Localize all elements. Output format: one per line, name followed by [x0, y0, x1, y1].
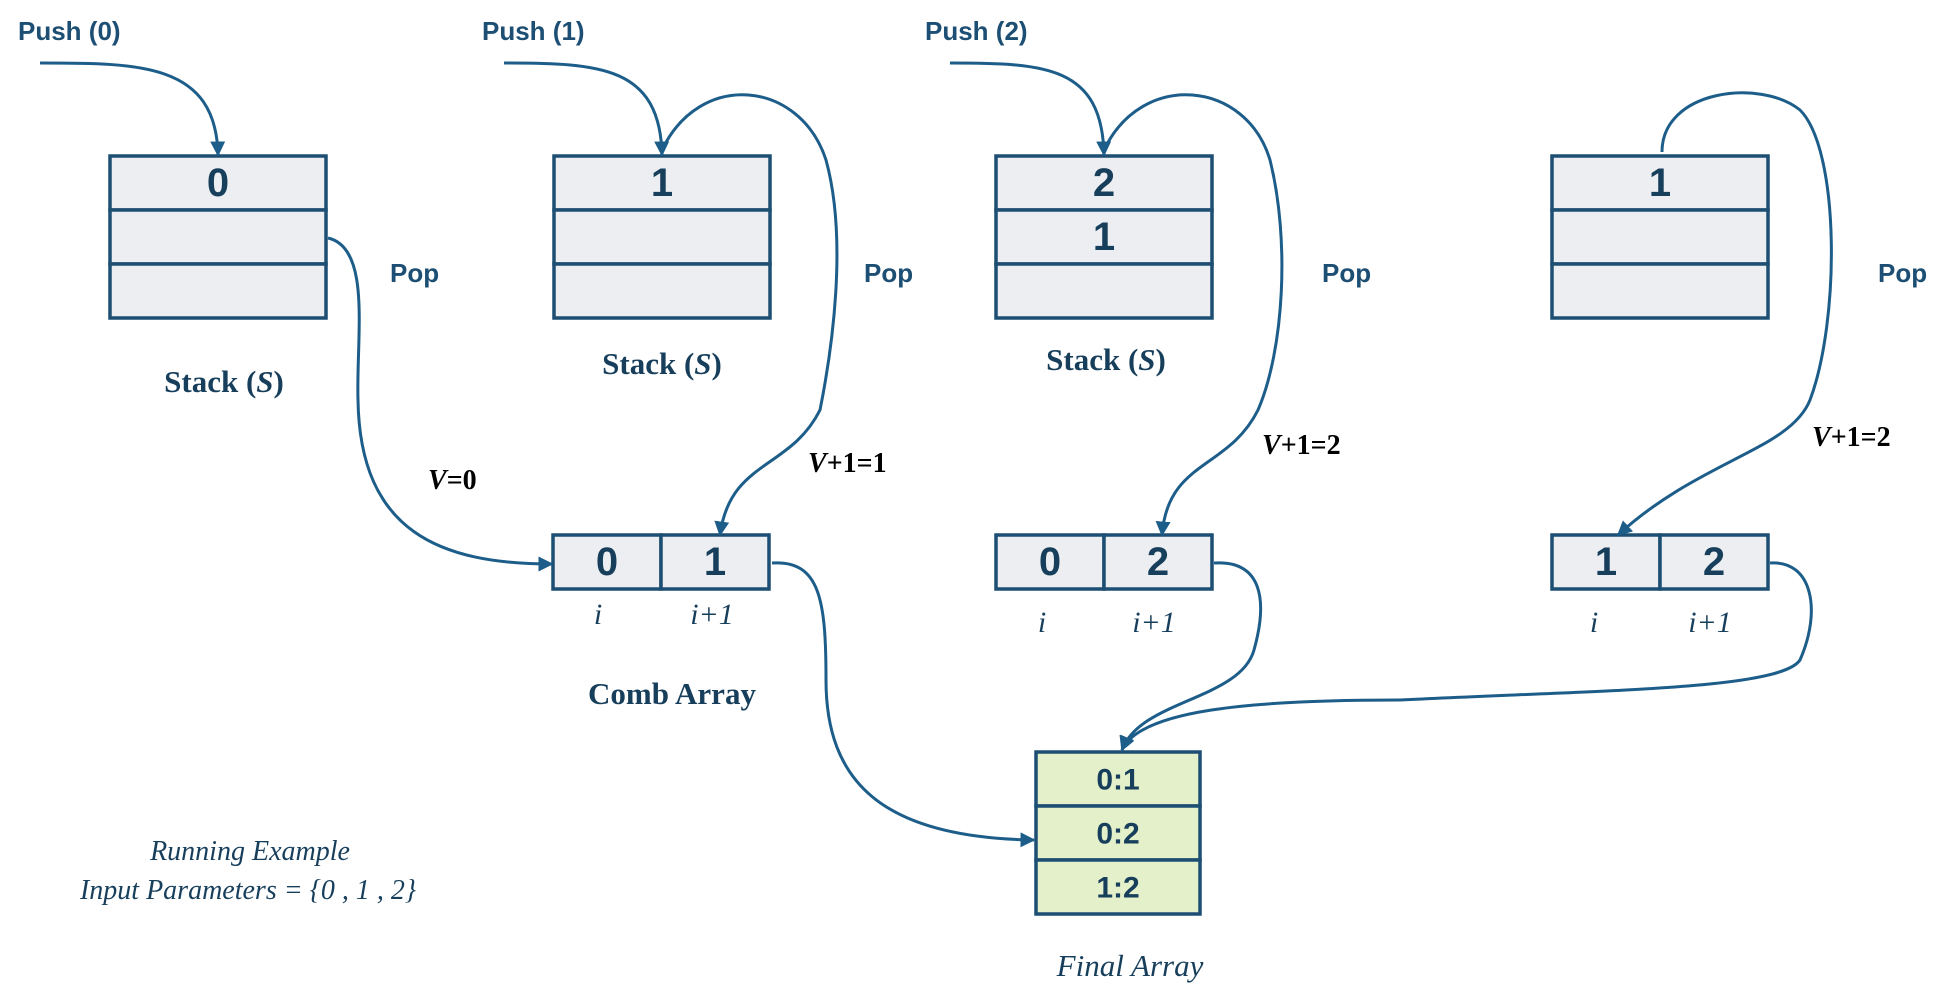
final-cell: [1034, 750, 1202, 808]
stack-cell: [552, 262, 772, 320]
running-example-title: Running Example: [149, 836, 350, 867]
stack-cell-value: 1: [1649, 161, 1671, 205]
comb-array-3: 1 2: [1550, 533, 1770, 591]
stack-4: 1: [1550, 154, 1770, 320]
comb-cell-value: 1: [704, 540, 726, 584]
stack-cell: [1550, 208, 1770, 266]
pop-arrow-1: [327, 236, 554, 572]
final-cell-value: 0:2: [1096, 818, 1139, 851]
final-cell-value: 1:2: [1096, 872, 1139, 905]
stack-cell-value: 2: [1093, 161, 1115, 205]
stack-cell: [994, 208, 1214, 266]
comb-cell: [994, 533, 1106, 591]
final-arrow-2: [1119, 561, 1263, 752]
comb-cell-value: 2: [1147, 540, 1169, 584]
pop-label-4: Pop: [1878, 258, 1927, 288]
stack-cell: [994, 262, 1214, 320]
comb-array-1: 0 1: [551, 533, 771, 591]
final-array-caption: Final Array: [1056, 948, 1204, 983]
comb-array-caption: Comb Array: [588, 676, 756, 711]
pop-label-2: Pop: [864, 258, 913, 288]
comb-cell: [1550, 533, 1662, 591]
stack-caption-2: Stack (S): [602, 346, 722, 381]
comb-cell: [659, 533, 771, 591]
stack-3: 2 1: [994, 154, 1214, 320]
pop-arrow-3: [1102, 93, 1284, 537]
push-label-1: Push (1): [482, 16, 585, 46]
index-label-i: i: [1590, 606, 1598, 639]
comb-cell-value: 2: [1703, 540, 1725, 584]
push-label-0: Push (0): [18, 16, 121, 46]
stack-caption-3: Stack (S): [1046, 342, 1166, 377]
comb-array-2: 0 2: [994, 533, 1214, 591]
final-arrow-3: [1120, 561, 1813, 752]
index-label-i: i: [1038, 606, 1046, 639]
final-cell: [1034, 858, 1202, 916]
final-cell-value: 0:1: [1096, 764, 1139, 797]
v-label-3: V+1=2: [1812, 422, 1891, 453]
comb-cell-value: 0: [596, 540, 618, 584]
push-arrow-0: [39, 61, 226, 157]
index-label-i-plus-1: i+1: [1132, 606, 1176, 639]
v-label-0: V=0: [428, 465, 477, 496]
stack-cell: [108, 262, 328, 320]
stack-2: 1: [552, 154, 772, 320]
comb-cell-value: 0: [1039, 540, 1061, 584]
final-arrow-1: [771, 561, 1036, 848]
index-label-i-plus-1: i+1: [690, 598, 734, 631]
running-example-params: Input Parameters = {0 , 1 , 2}: [79, 875, 416, 906]
push-arrow-1: [503, 61, 670, 157]
pop-label-1: Pop: [390, 258, 439, 288]
stack-caption-1: Stack (S): [164, 364, 284, 399]
v-label-2: V+1=2: [1262, 430, 1341, 461]
index-label-i: i: [594, 598, 602, 631]
comb-cell: [1102, 533, 1214, 591]
stack-cell-value: 1: [651, 161, 673, 205]
push-arrow-2: [949, 61, 1112, 157]
stack-1: 0: [108, 154, 328, 320]
final-array: 0:1 0:2 1:2: [1034, 750, 1202, 916]
pop-arrow-4: [1616, 91, 1833, 537]
stack-cell-value: 1: [1093, 215, 1115, 259]
pop-label-3: Pop: [1322, 258, 1371, 288]
stack-cell: [108, 208, 328, 266]
index-label-i-plus-1: i+1: [1688, 606, 1732, 639]
pop-arrow-2: [660, 93, 839, 537]
comb-cell-value: 1: [1595, 540, 1617, 584]
v-label-1: V+1=1: [808, 448, 887, 479]
comb-cell: [1658, 533, 1770, 591]
stack-cell: [1550, 262, 1770, 320]
stack-cell: [552, 208, 772, 266]
stack-cell-value: 0: [207, 161, 229, 205]
push-label-2: Push (2): [925, 16, 1028, 46]
